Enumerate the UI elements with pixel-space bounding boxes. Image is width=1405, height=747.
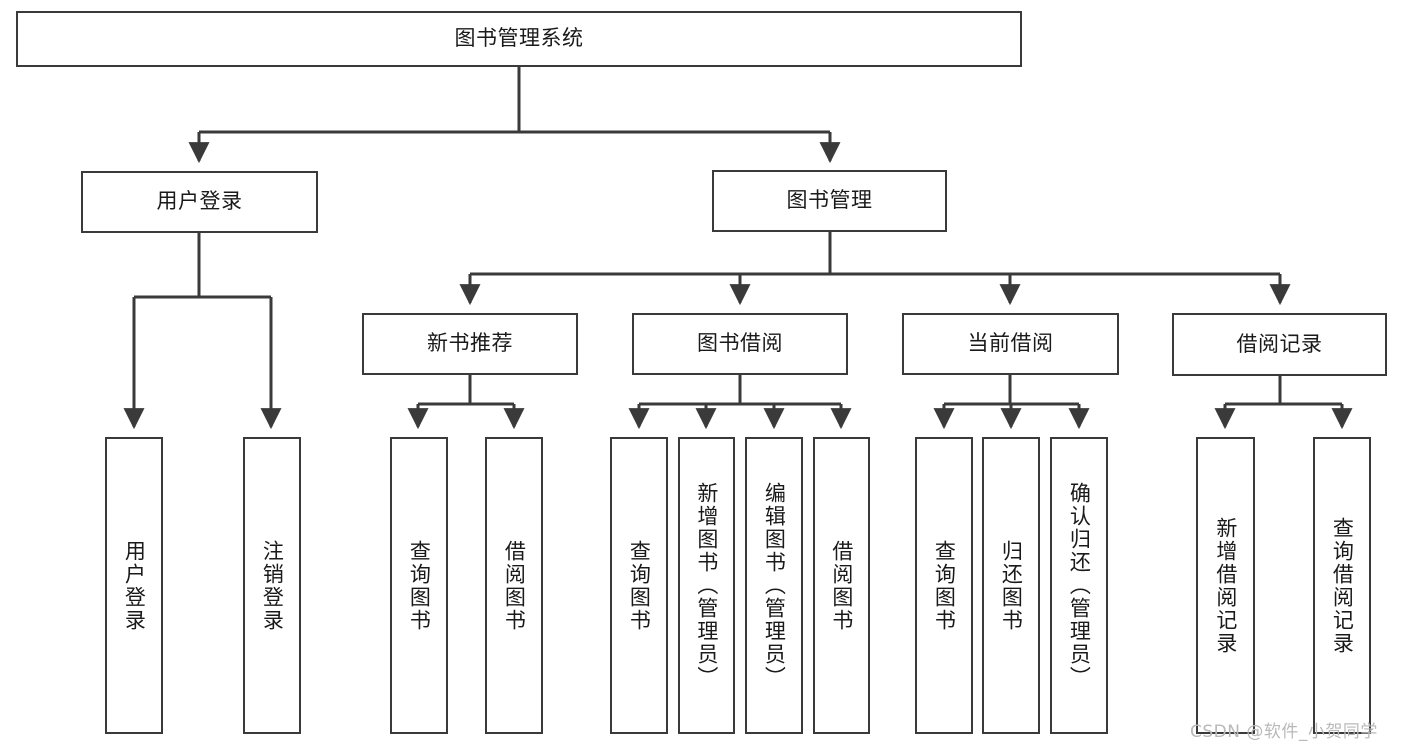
node-leaf-logout-login[interactable]: 注销登录 — [243, 437, 301, 734]
node-label: 查询图书 — [932, 539, 957, 632]
node-root-book-management-system[interactable]: 图书管理系统 — [16, 11, 1022, 67]
node-leaf-add-record[interactable]: 新增借阅记录 — [1196, 437, 1255, 734]
node-book-management[interactable]: 图书管理 — [712, 170, 947, 232]
node-leaf-query-book-3[interactable]: 查询图书 — [915, 437, 973, 734]
node-label: 图书管理系统 — [454, 26, 584, 51]
node-label: 注销登录 — [260, 539, 285, 632]
node-label: 当前借阅 — [967, 331, 1054, 356]
node-label: 查询图书 — [627, 539, 652, 632]
node-label: 编辑图书（管理员） — [762, 482, 787, 689]
node-label: 借阅记录 — [1236, 331, 1323, 356]
node-leaf-borrow-book-2[interactable]: 借阅图书 — [813, 437, 870, 734]
node-leaf-query-book-1[interactable]: 查询图书 — [390, 437, 448, 734]
node-leaf-add-book[interactable]: 新增图书（管理员） — [678, 437, 735, 734]
node-label: 图书管理 — [786, 188, 873, 213]
node-label: 确认归还（管理员） — [1067, 482, 1092, 689]
node-label: 用户登录 — [156, 189, 243, 214]
node-leaf-confirm-return[interactable]: 确认归还（管理员） — [1050, 437, 1108, 734]
node-label: 归还图书 — [999, 539, 1024, 632]
node-leaf-query-book-2[interactable]: 查询图书 — [610, 437, 668, 734]
node-leaf-edit-book[interactable]: 编辑图书（管理员） — [745, 437, 803, 734]
node-label: 图书借阅 — [697, 331, 783, 356]
node-label: 借阅图书 — [502, 539, 527, 632]
node-label: 新书推荐 — [427, 331, 513, 356]
node-borrow-record[interactable]: 借阅记录 — [1172, 313, 1387, 376]
node-leaf-query-record[interactable]: 查询借阅记录 — [1313, 437, 1371, 734]
node-label: 新增借阅记录 — [1213, 516, 1238, 655]
node-current-borrow[interactable]: 当前借阅 — [902, 313, 1119, 375]
node-user-login[interactable]: 用户登录 — [81, 171, 318, 233]
node-label: 查询图书 — [407, 539, 432, 632]
node-label: 查询借阅记录 — [1330, 516, 1355, 655]
node-label: 新增图书（管理员） — [694, 482, 719, 689]
node-label: 借阅图书 — [829, 539, 854, 632]
node-leaf-user-login[interactable]: 用户登录 — [105, 437, 163, 734]
node-label: 用户登录 — [122, 539, 147, 632]
node-leaf-return-book[interactable]: 归还图书 — [982, 437, 1040, 734]
node-book-borrow[interactable]: 图书借阅 — [632, 313, 848, 375]
node-new-book-recommend[interactable]: 新书推荐 — [362, 313, 578, 375]
node-leaf-borrow-book-1[interactable]: 借阅图书 — [485, 437, 543, 734]
